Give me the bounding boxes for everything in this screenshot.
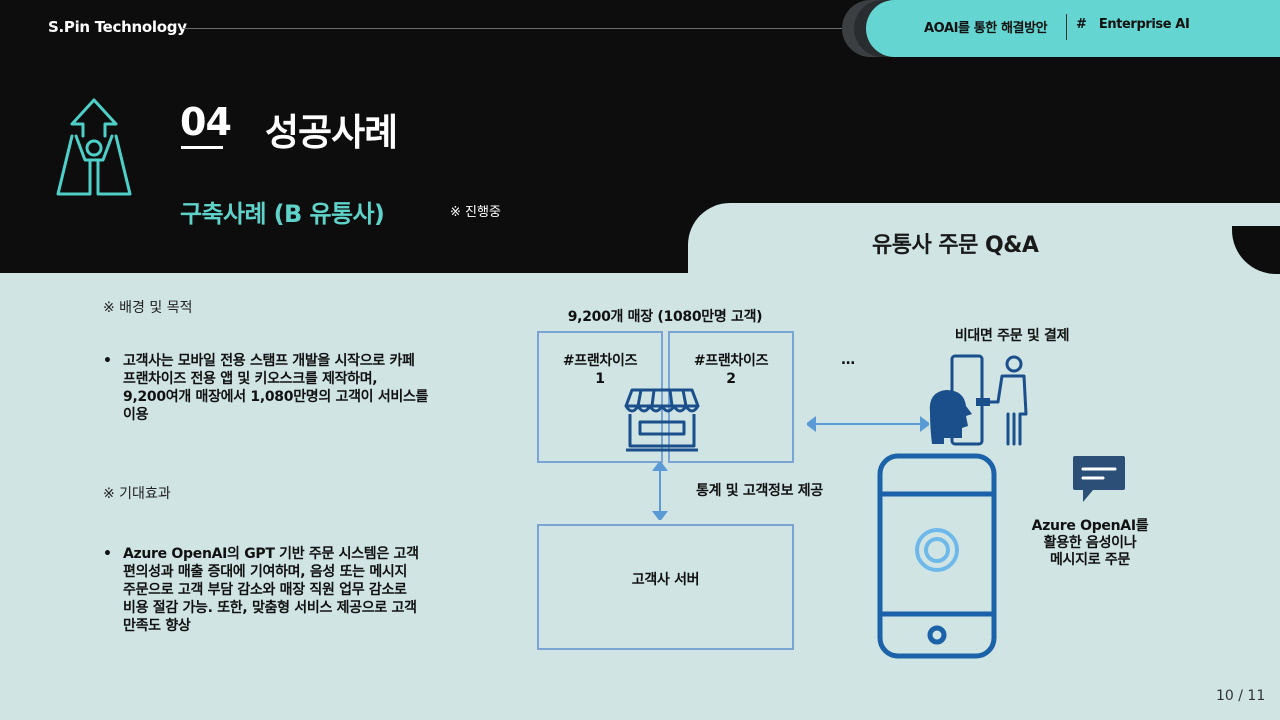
- contactless-label: 비대면 주문 및 결제: [954, 328, 1070, 344]
- stores-caption: 9,200개 매장 (1080만명 고객): [567, 309, 763, 325]
- stats-info-label: 통계 및 고객정보 제공: [696, 483, 823, 499]
- qa-panel-tab: [688, 203, 1280, 283]
- header-tab-pill: [866, 0, 1280, 57]
- server-label: 고객사 서버: [631, 572, 700, 588]
- effect-heading: ※ 기대효과: [103, 486, 171, 502]
- person-arrow-up-icon: [56, 98, 132, 196]
- background-text: 고객사는 모바일 전용 스탬프 개발을 시작으로 카페 프랜차이즈 전용 앱 및…: [123, 353, 429, 423]
- page-number: 10 / 11: [1216, 688, 1266, 704]
- more-franchises-ellipsis: …: [841, 352, 855, 368]
- kiosk-customer-icon: [929, 354, 1028, 446]
- case-subtitle: 구축사례 (B 유통사): [180, 200, 385, 228]
- smartphone-icon: [877, 453, 997, 659]
- storefront-icon: [624, 388, 700, 452]
- franchise-2-label: #프랜차이즈 2: [693, 353, 769, 387]
- azure-order-label: Azure OpenAI를 활용한 음성이나 메시지로 주문: [1031, 518, 1149, 568]
- section-title: 성공사례: [265, 111, 398, 154]
- effect-text: Azure OpenAI의 GPT 기반 주문 시스템은 고객 편의성과 매출 …: [123, 546, 419, 634]
- tab-solution-label[interactable]: AOAI를 통한 해결방안: [924, 21, 1048, 36]
- effect-bullet: • Azure OpenAI의 GPT 기반 주문 시스템은 고객 편의성과 매…: [103, 545, 463, 635]
- tab-separator: [1066, 14, 1067, 40]
- vertical-double-arrow: [652, 462, 668, 520]
- franchise-box-2: [668, 331, 794, 463]
- bullet-dot: •: [103, 353, 112, 369]
- section-number-underline: [181, 146, 223, 149]
- horizontal-double-arrow: [807, 416, 929, 432]
- bullet-dot: •: [103, 546, 112, 562]
- tab-enterprise-label[interactable]: # Enterprise AI: [1076, 17, 1190, 32]
- qa-panel-title: 유통사 주문 Q&A: [872, 233, 1039, 258]
- progress-note: ※ 진행중: [450, 205, 501, 220]
- chat-bubble-icon: [1073, 456, 1125, 502]
- server-box: [537, 524, 794, 650]
- background-heading: ※ 배경 및 목적: [103, 300, 193, 316]
- section-number: 04: [180, 100, 232, 144]
- franchise-box-1: [537, 331, 663, 463]
- franchise-1-label: #프랜차이즈 1: [562, 353, 638, 387]
- background-bullet: • 고객사는 모바일 전용 스탬프 개발을 시작으로 카페 프랜차이즈 전용 앱…: [103, 352, 463, 424]
- brand-logo-text: S.Pin Technology: [48, 18, 187, 36]
- header-divider: [182, 28, 902, 29]
